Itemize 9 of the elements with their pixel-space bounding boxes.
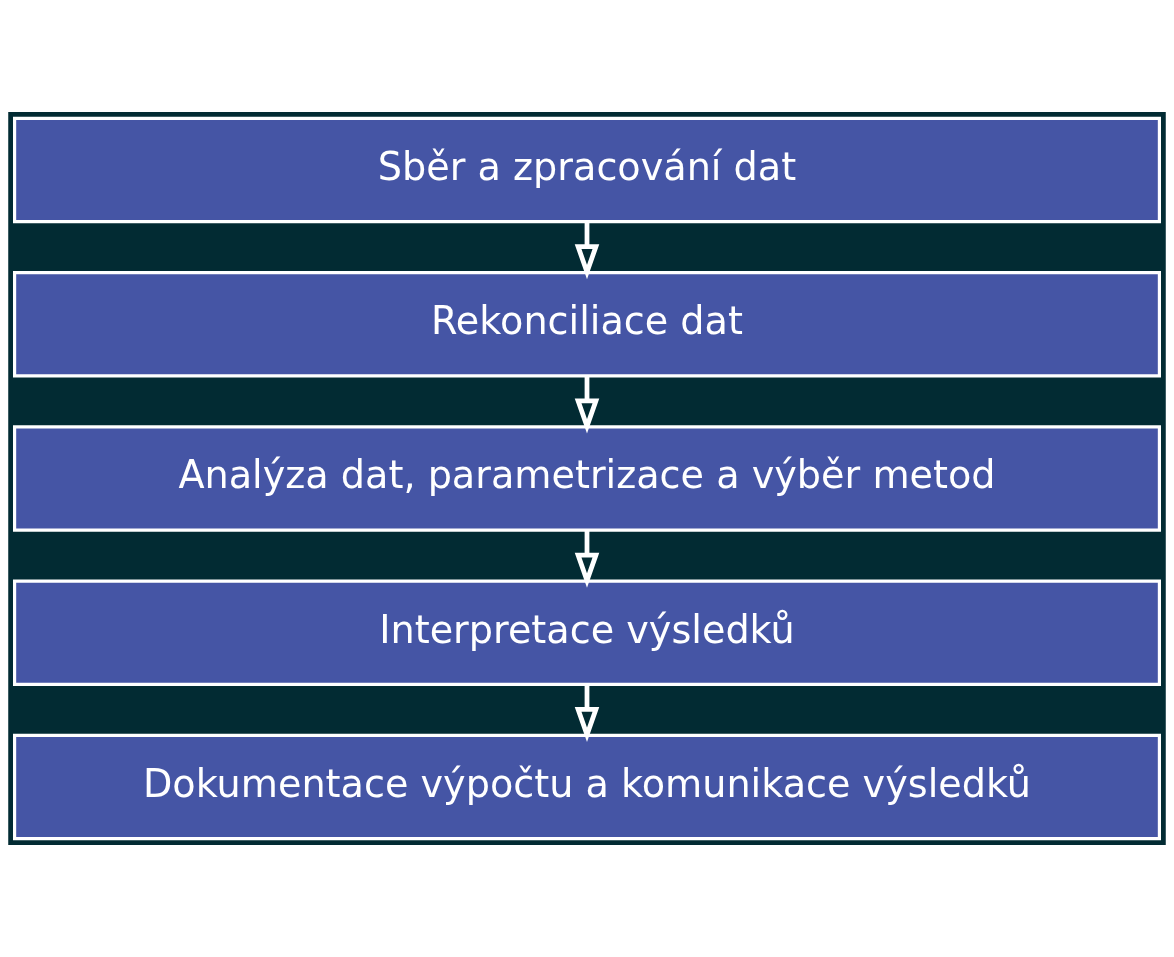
node-box: Sběr a zpracování dat: [13, 116, 1161, 224]
arrow: [574, 530, 600, 588]
arrow: [574, 221, 600, 280]
node-box: Rekonciliace dat: [13, 271, 1161, 378]
node-box: Dokumentace výpočtu a komunikace výsledků: [13, 733, 1161, 841]
arrow: [574, 684, 600, 742]
arrow: [574, 376, 600, 434]
node-box: Interpretace výsledků: [13, 579, 1161, 686]
node-box: Analýza dat, parametrizace a výběr metod: [13, 425, 1161, 532]
